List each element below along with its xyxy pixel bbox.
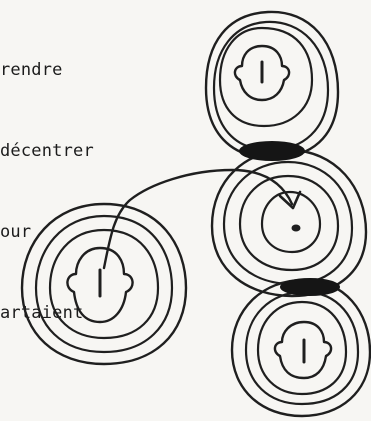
upper-shaded-overlap bbox=[239, 141, 305, 161]
top-concentric-circles bbox=[206, 12, 338, 158]
middle-concentric-circles bbox=[212, 150, 366, 296]
center-dot bbox=[292, 225, 301, 232]
lower-shaded-overlap bbox=[280, 278, 340, 296]
bottom-head-icon bbox=[275, 322, 331, 378]
curved-arrow bbox=[104, 170, 300, 268]
left-head-icon bbox=[67, 248, 132, 322]
left-concentric-circles bbox=[22, 204, 186, 364]
bottom-concentric-circles bbox=[232, 280, 370, 416]
top-head-icon bbox=[235, 46, 289, 100]
